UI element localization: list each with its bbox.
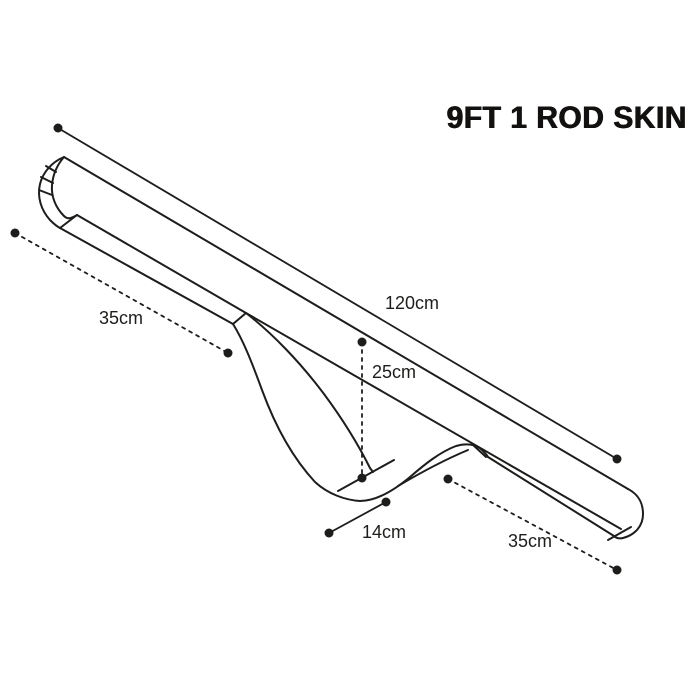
sleeve-bottom-edge-lower-right xyxy=(487,456,615,537)
dim-label-tip-section: 35cm xyxy=(508,531,553,551)
dot-depth-bottom xyxy=(357,473,367,483)
dot-tip-start xyxy=(443,474,453,484)
pocket-fold-line xyxy=(397,449,469,487)
seam-tick-left xyxy=(232,312,247,325)
left-cap-seam-tick xyxy=(59,214,78,229)
right-cap-outer xyxy=(613,488,644,540)
dot-butt-end xyxy=(223,348,233,358)
dot-length-end xyxy=(612,454,622,464)
dimension-line-pocket-width xyxy=(328,501,387,534)
rod-skin-outline xyxy=(38,156,644,541)
pocket-opening-edge xyxy=(245,312,374,473)
dim-label-pocket-width: 14cm xyxy=(362,522,407,542)
sleeve-top-edge xyxy=(63,156,629,490)
seam-tick-hump xyxy=(471,443,487,458)
pocket-outer-curve xyxy=(232,323,489,502)
left-cap-hatches xyxy=(38,165,57,196)
dot-pocket-start xyxy=(324,528,334,538)
dot-pocket-end xyxy=(381,497,391,507)
dimension-end-dots xyxy=(10,123,622,575)
dot-length-start xyxy=(53,123,63,133)
dimension-lines xyxy=(14,127,618,571)
dot-depth-top xyxy=(357,337,367,347)
dim-label-pocket-depth: 25cm xyxy=(372,362,417,382)
pocket-inner-edge xyxy=(337,459,395,492)
dimension-line-tip-section xyxy=(447,478,618,571)
left-cap-inner xyxy=(50,156,78,220)
dot-butt-start xyxy=(10,228,20,238)
dot-tip-end xyxy=(612,565,622,575)
sleeve-bottom-edge-upper xyxy=(76,214,622,530)
dim-label-length: 120cm xyxy=(385,293,440,313)
product-title: 9FT 1 ROD SKIN xyxy=(446,101,687,136)
dimension-line-butt-section xyxy=(14,232,229,354)
dim-label-butt-section: 35cm xyxy=(99,308,144,328)
right-cap-strip xyxy=(607,526,632,541)
sleeve-bottom-edge-lower-left xyxy=(59,227,234,325)
dimension-line-length xyxy=(57,127,618,460)
